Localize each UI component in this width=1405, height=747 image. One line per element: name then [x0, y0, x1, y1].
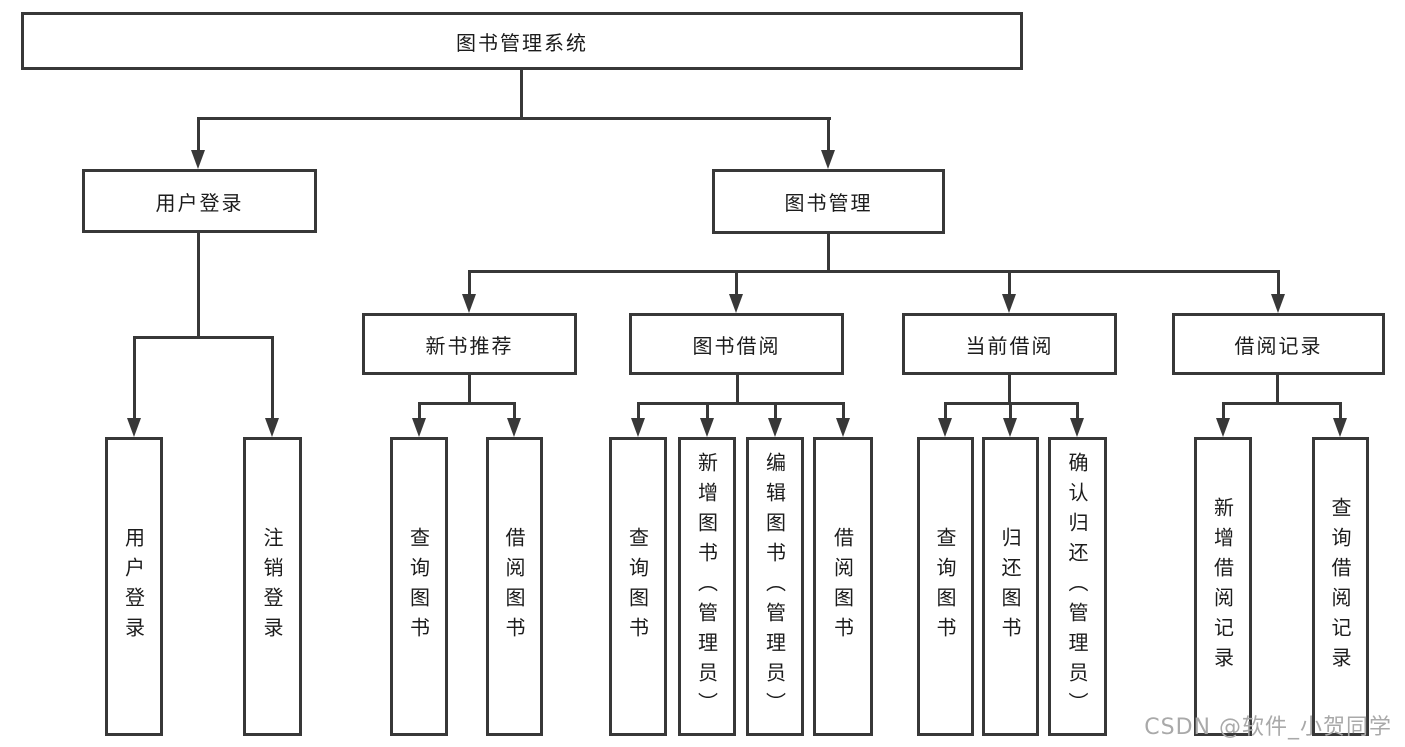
leaf-add-book-admin: 新增图书（管理员） [678, 437, 736, 736]
connector-borrow-rail [637, 402, 845, 405]
arrow-down-icon [507, 418, 521, 437]
connector-root-stub [520, 70, 523, 118]
leaf-query-books-recommend: 查询图书 [390, 437, 448, 736]
connector-drop [1277, 270, 1280, 297]
csdn-watermark: CSDN @软件_小贺同学 [1144, 715, 1392, 740]
connector-borrow-stub [736, 375, 739, 403]
leaf-borrow-books-recommend: 借阅图书 [486, 437, 543, 736]
connector-drop [513, 402, 516, 420]
leaf-confirm-return-admin: 确认归还（管理员） [1048, 437, 1107, 736]
connector-drop [197, 117, 200, 153]
node-borrow-records: 借阅记录 [1172, 313, 1385, 375]
leaf-return-book: 归还图书 [982, 437, 1039, 736]
connector-drop [944, 402, 947, 420]
leaf-user-login: 用户登录 [105, 437, 163, 736]
node-book-borrow: 图书借阅 [629, 313, 844, 375]
arrow-down-icon [1003, 418, 1017, 437]
arrow-down-icon [1070, 418, 1084, 437]
connector-drop [842, 402, 845, 420]
arrow-down-icon [700, 418, 714, 437]
connector-drop [735, 270, 738, 297]
connector-root-rail [197, 117, 831, 120]
arrow-down-icon [631, 418, 645, 437]
leaf-edit-book-admin: 编辑图书（管理员） [746, 437, 804, 736]
connector-drop [637, 402, 640, 420]
arrow-down-icon [191, 150, 205, 169]
leaf-logout: 注销登录 [243, 437, 302, 736]
arrow-down-icon [462, 294, 476, 313]
connector-recommend-rail [418, 402, 516, 405]
connector-drop [468, 270, 471, 297]
arrow-down-icon [265, 418, 279, 437]
arrow-down-icon [1333, 418, 1347, 437]
node-new-book-recommend: 新书推荐 [362, 313, 577, 375]
connector-current-stub [1008, 375, 1011, 403]
connector-drop [1222, 402, 1225, 420]
arrow-down-icon [1271, 294, 1285, 313]
leaf-query-books-borrow: 查询图书 [609, 437, 667, 736]
node-root: 图书管理系统 [21, 12, 1023, 70]
arrow-down-icon [412, 418, 426, 437]
arrow-down-icon [836, 418, 850, 437]
connector-records-stub [1276, 375, 1279, 403]
node-user-login: 用户登录 [82, 169, 317, 233]
leaf-query-borrow-record: 查询借阅记录 [1312, 437, 1369, 736]
connector-userlogin-rail [133, 336, 274, 339]
arrow-down-icon [821, 150, 835, 169]
arrow-down-icon [1216, 418, 1230, 437]
connector-recommend-stub [468, 375, 471, 403]
leaf-borrow-books-borrow: 借阅图书 [813, 437, 873, 736]
connector-drop [774, 402, 777, 420]
connector-drop [418, 402, 421, 420]
connector-records-rail [1222, 402, 1342, 405]
connector-drop [1339, 402, 1342, 420]
connector-drop [1009, 402, 1012, 420]
connector-bookmgmt-rail [468, 270, 1280, 273]
connector-drop [1076, 402, 1079, 420]
connector-drop [827, 117, 830, 153]
connector-drop [271, 336, 274, 420]
arrow-down-icon [768, 418, 782, 437]
arrow-down-icon [127, 418, 141, 437]
connector-drop [133, 336, 136, 420]
arrow-down-icon [1002, 294, 1016, 313]
node-book-management: 图书管理 [712, 169, 945, 234]
arrow-down-icon [729, 294, 743, 313]
connector-userlogin-stub [197, 233, 200, 337]
node-current-borrow: 当前借阅 [902, 313, 1117, 375]
connector-drop [1008, 270, 1011, 297]
leaf-query-books-current: 查询图书 [917, 437, 974, 736]
connector-bookmgmt-stub [827, 234, 830, 271]
connector-drop [706, 402, 709, 420]
arrow-down-icon [938, 418, 952, 437]
leaf-add-borrow-record: 新增借阅记录 [1194, 437, 1252, 736]
